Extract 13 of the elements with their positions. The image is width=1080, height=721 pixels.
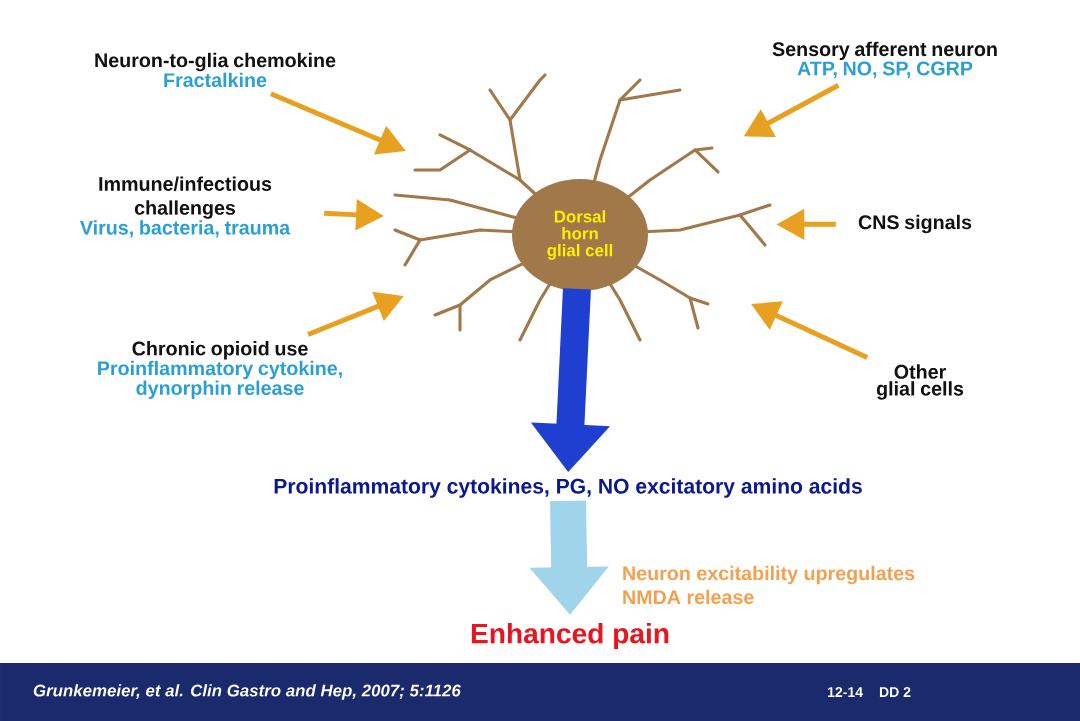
label-text: Immune/infectious challenges Virus, bacteria, trauma	[80, 176, 291, 238]
citation-text: Grunkemeier, et al. Clin Gastro and Hep, 2007; 5:1126	[33, 684, 461, 700]
slide-code: 12-14	[827, 687, 863, 697]
label-text: Other glial cells	[876, 364, 964, 400]
label-text: Proinflammatory cytokines, PG, NO excitatory amino acids	[270, 475, 866, 501]
label-text: Enhanced pain	[471, 622, 669, 650]
cell-body: Dorsal horn glial cell	[512, 179, 648, 291]
label-text: Neuron-to-glia chemokine Fractalkine	[95, 52, 336, 88]
label-text: CNS signals	[858, 214, 972, 234]
label-text: Chronic opioid use Proinflammatory cytokine, dynorphin release	[98, 341, 342, 399]
label-text: Sensory afferent neuron ATP, NO, SP, CGRP	[772, 41, 997, 79]
slide-code: DD 2	[879, 687, 911, 697]
label-text: Neuron excitability upregulates NMDA release	[623, 565, 915, 605]
